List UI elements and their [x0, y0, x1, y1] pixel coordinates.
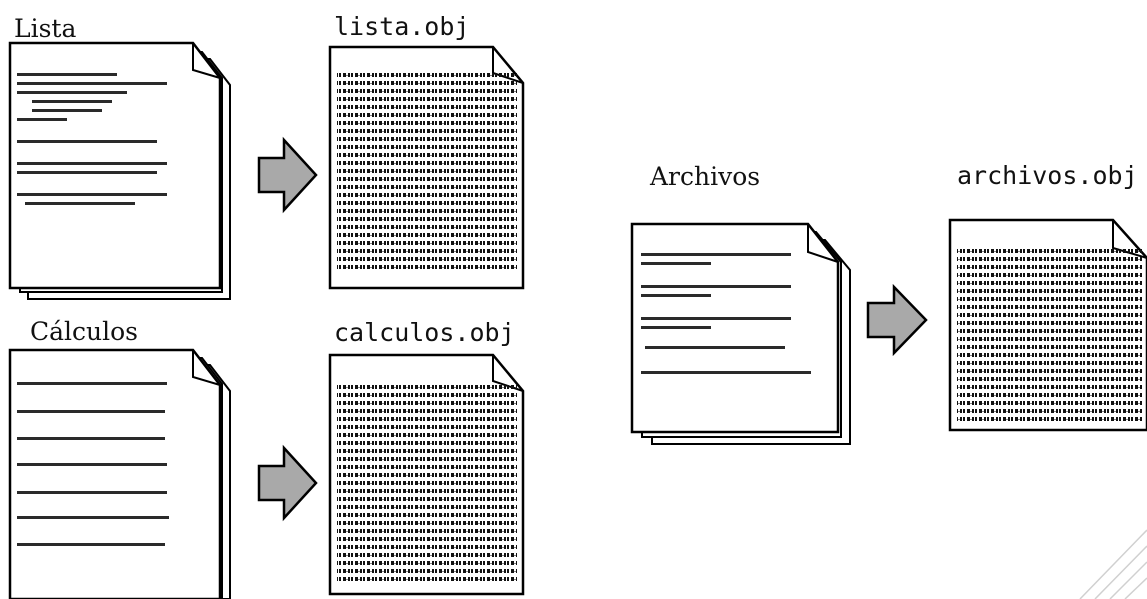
archivos-source-document	[630, 222, 851, 445]
lista-obj-label: lista.obj	[334, 12, 470, 41]
lista-obj-binary	[337, 73, 517, 273]
lista-code-lines	[17, 73, 167, 205]
lista-compile-arrow	[257, 136, 318, 214]
lista-obj-document	[328, 45, 525, 290]
lista-source-document	[8, 41, 231, 300]
archivos-compile-arrow	[866, 283, 928, 357]
archivos-code-lines	[641, 253, 811, 374]
calculos-source-label: Cálculos	[30, 317, 139, 346]
calculos-obj-document	[328, 353, 525, 596]
calculos-code-lines	[17, 382, 169, 546]
watermark-decoration	[1079, 529, 1147, 599]
calculos-source-document	[8, 348, 231, 599]
calculos-obj-label: calculos.obj	[334, 318, 515, 347]
archivos-obj-document	[948, 218, 1147, 432]
calculos-compile-arrow	[257, 444, 318, 522]
archivos-source-label: Archivos	[650, 162, 761, 191]
archivos-obj-binary	[957, 247, 1142, 422]
archivos-obj-label: archivos.obj	[957, 161, 1138, 190]
lista-source-label: Lista	[14, 14, 77, 43]
calculos-obj-binary	[337, 381, 517, 584]
